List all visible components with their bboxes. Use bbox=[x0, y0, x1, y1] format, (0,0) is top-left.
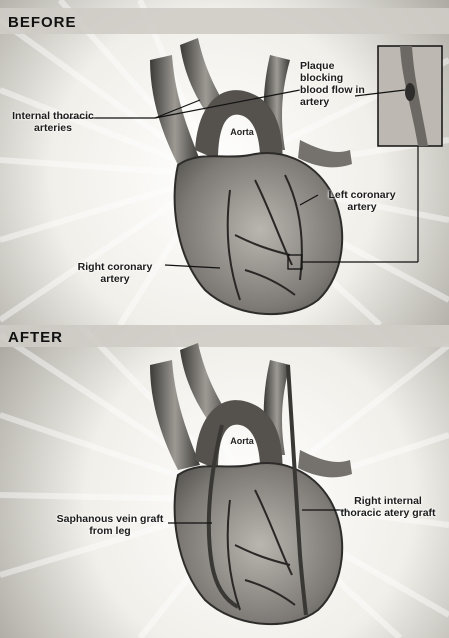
plaque-inset bbox=[378, 46, 442, 146]
aorta-label-before: Aorta bbox=[222, 126, 262, 138]
aorta-label-after: Aorta bbox=[222, 435, 262, 447]
before-panel: BEFORE Internal thoracic arteries Plaque… bbox=[0, 0, 449, 325]
after-illustration bbox=[0, 325, 449, 638]
right-coronary-artery-label: Right coronary artery bbox=[64, 261, 166, 285]
left-coronary-artery-label: Left coronary artery bbox=[316, 189, 408, 213]
after-heading-bar bbox=[0, 325, 449, 347]
after-panel: AFTER Aorta Saphanous vein graft from le… bbox=[0, 325, 449, 638]
plaque-label: Plaque blocking blood flow in artery bbox=[300, 60, 372, 108]
saphenous-vein-graft-label: Saphanous vein graft from leg bbox=[52, 513, 168, 537]
before-heading: BEFORE bbox=[8, 14, 77, 31]
right-internal-thoracic-graft-label: Right internal thoracic atery graft bbox=[338, 495, 438, 519]
after-heading: AFTER bbox=[8, 329, 63, 346]
internal-thoracic-arteries-label: Internal thoracic arteries bbox=[4, 110, 102, 134]
